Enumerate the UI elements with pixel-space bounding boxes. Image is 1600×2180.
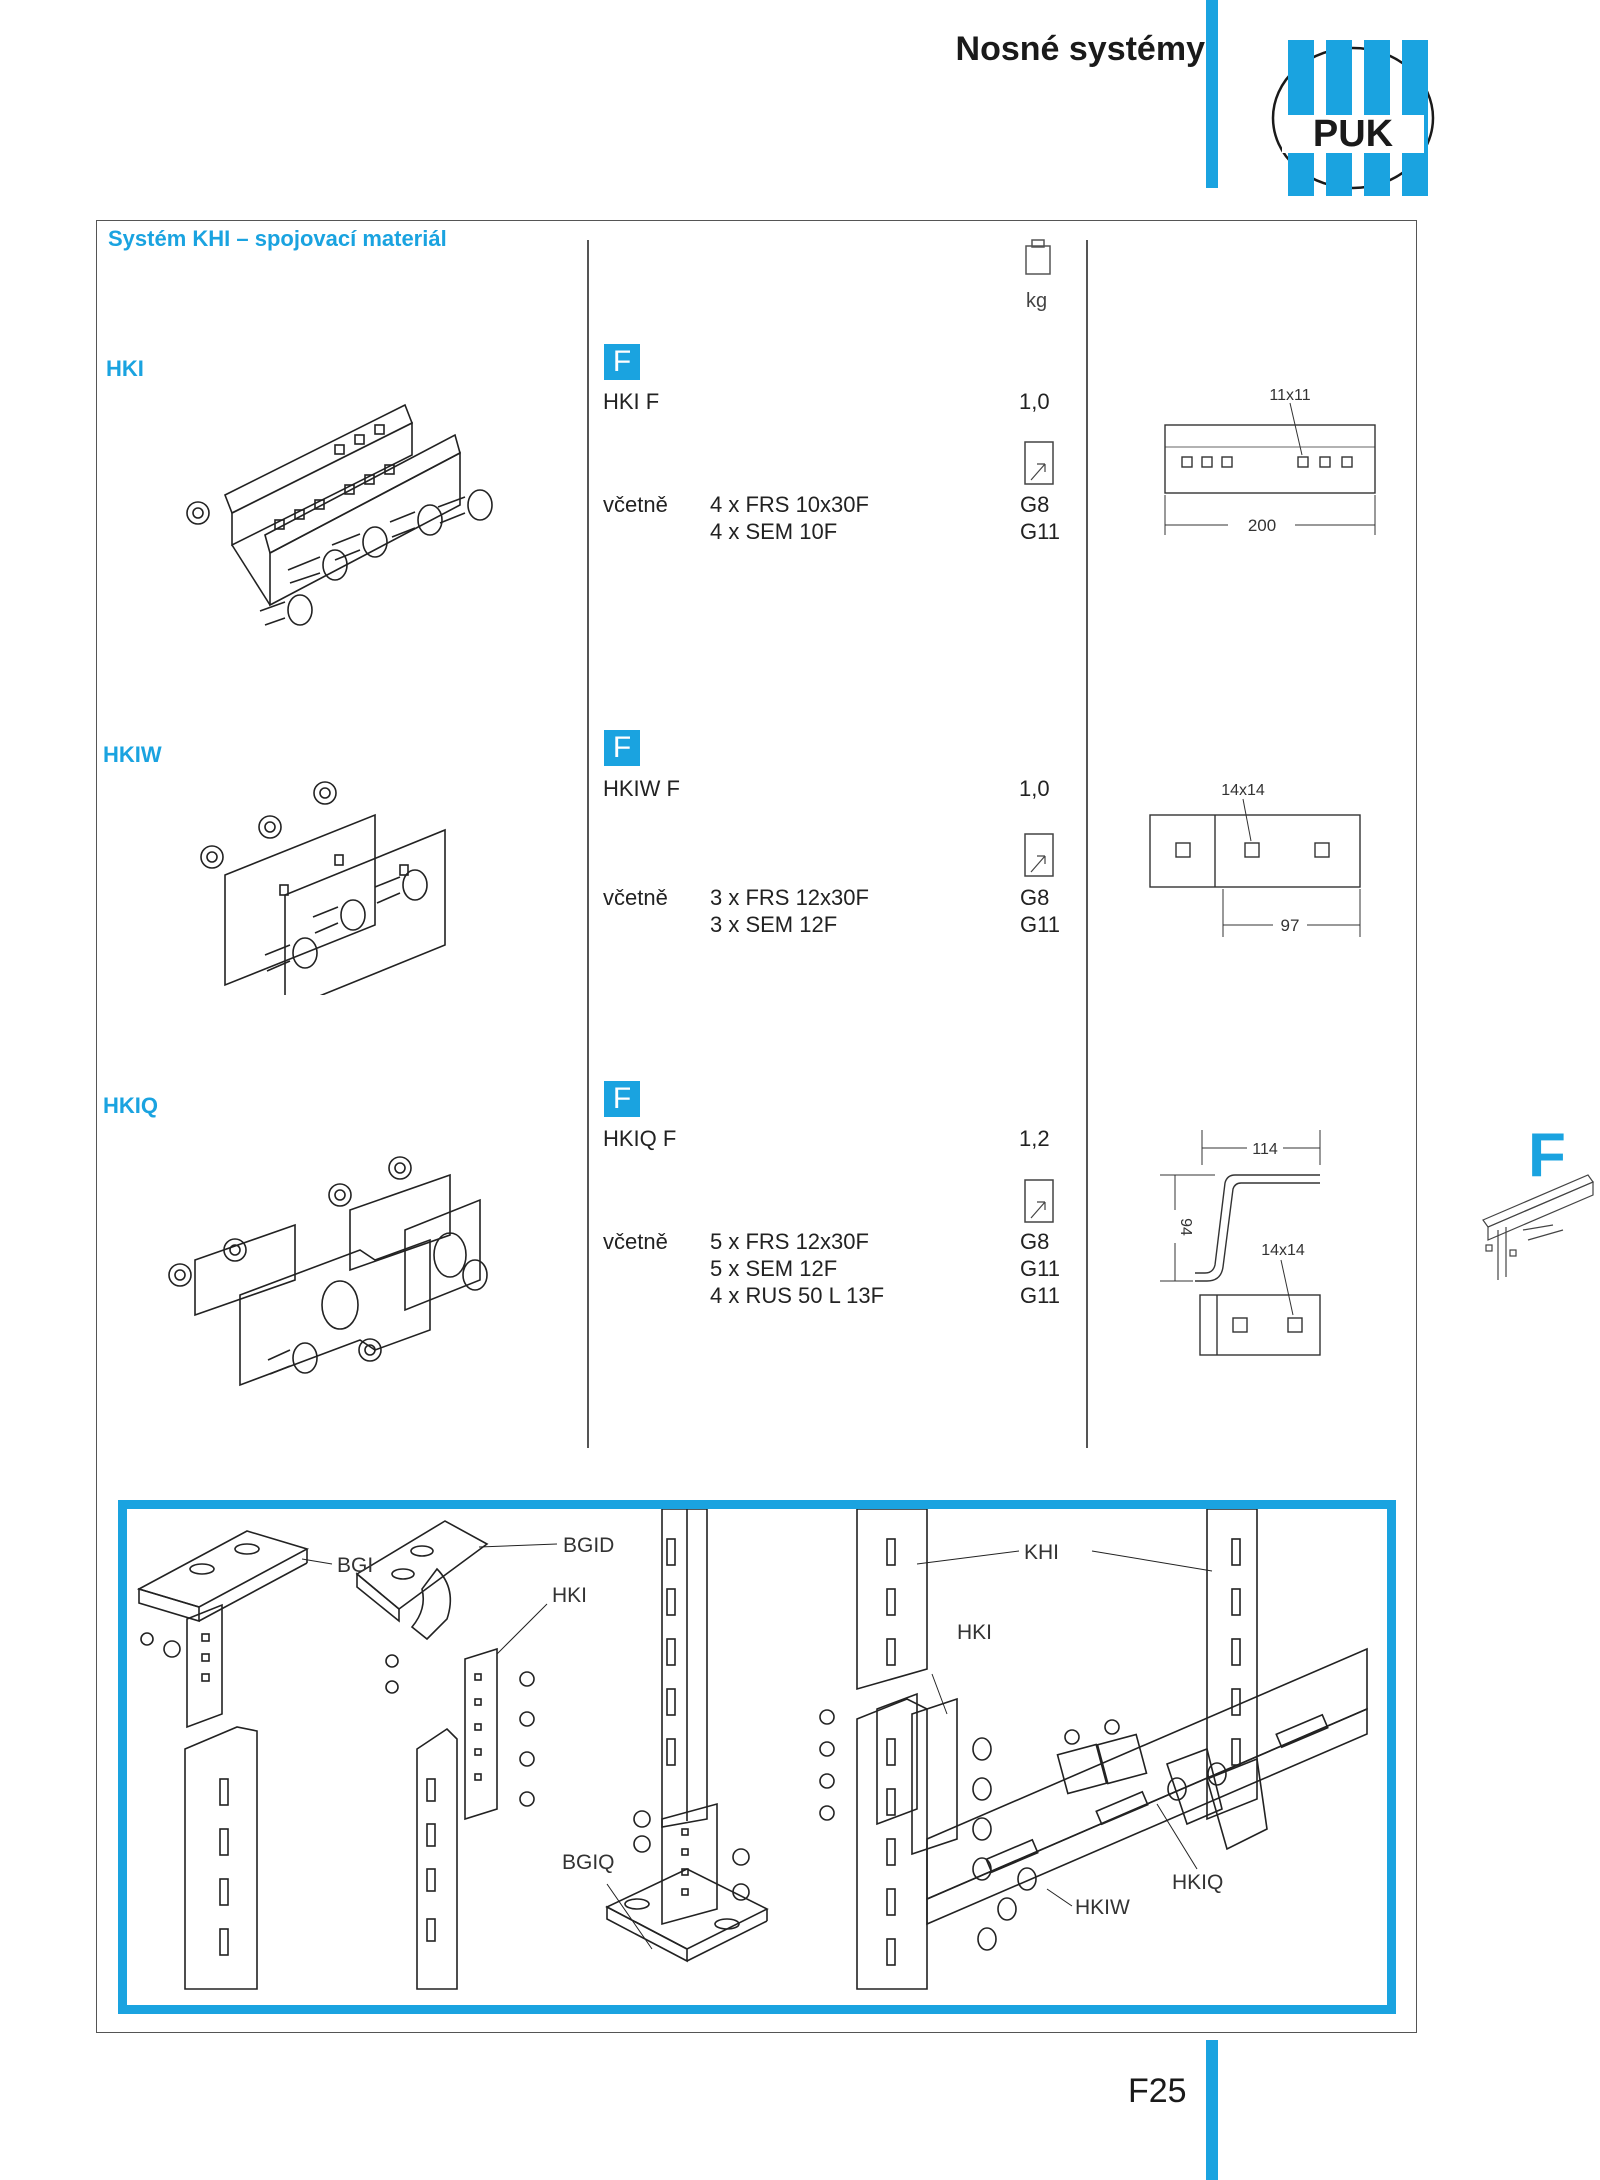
header-accent-bar xyxy=(1206,0,1218,188)
label-khi: KHI xyxy=(1024,1541,1059,1564)
included-item: 5 x SEM 12F xyxy=(710,1256,838,1281)
label-bgid: BGID xyxy=(563,1534,614,1557)
hkiq-product-illustration xyxy=(168,1156,488,1387)
included-item-ref: G11 xyxy=(1020,1283,1060,1308)
included-item: 4 x RUS 50 L 13F xyxy=(710,1283,885,1308)
svg-text:114: 114 xyxy=(1252,1141,1278,1158)
page-title: Nosné systémy xyxy=(955,30,1205,68)
product-weight: 1,0 xyxy=(1019,776,1050,801)
product-code: HKIQ F xyxy=(603,1126,677,1151)
label-hki: HKI xyxy=(552,1584,587,1607)
included-item-ref: G11 xyxy=(1020,912,1060,937)
product-label-hkiw: HKIW xyxy=(103,742,162,767)
included-item: 4 x FRS 10x30F xyxy=(710,492,869,517)
included-item-ref: G11 xyxy=(1020,1256,1060,1281)
hkiq-dimension-drawing: 114 94 14x14 xyxy=(1160,1130,1321,1356)
svg-text:94: 94 xyxy=(1177,1218,1194,1236)
side-tab-thumbnail xyxy=(1482,1174,1594,1280)
f-badge: F xyxy=(604,344,640,380)
hki-dimension-drawing: 11x11 200 xyxy=(1164,387,1376,535)
included-item: 3 x SEM 12F xyxy=(710,912,838,937)
hki-product-illustration xyxy=(186,403,493,626)
f-badge: F xyxy=(604,730,640,766)
hkiw-product-illustration xyxy=(200,781,446,995)
label-hkiq: HKIQ xyxy=(1172,1871,1223,1894)
label-bgi: BGI xyxy=(337,1554,373,1577)
svg-text:97: 97 xyxy=(1281,916,1300,935)
included-item-ref: G8 xyxy=(1020,885,1050,910)
included-item: 3 x FRS 12x30F xyxy=(710,885,869,910)
included-item-ref: G8 xyxy=(1020,492,1050,517)
svg-text:14x14: 14x14 xyxy=(1261,1242,1305,1259)
hkiw-dimension-drawing: 14x14 97 xyxy=(1149,782,1361,937)
product-code: HKIW F xyxy=(603,776,680,801)
reference-page-icon xyxy=(1024,1179,1054,1223)
product-label-hkiq: HKIQ xyxy=(103,1093,158,1118)
label-hkiw: HKIW xyxy=(1075,1896,1130,1919)
assembly-illustration: BGI BGID HKI BGIQ KHI HKI HKIQ HKIW xyxy=(136,1509,1368,1990)
included-item-ref: G11 xyxy=(1020,519,1060,544)
side-tab-letter: F xyxy=(1528,1121,1566,1190)
product-code: HKI F xyxy=(603,389,660,414)
page-number: F25 xyxy=(1128,2072,1187,2110)
section-title: Systém KHI – spojovací materiál xyxy=(108,226,447,251)
assembly-illustration-panel xyxy=(118,1500,1396,2014)
included-item: 5 x FRS 12x30F xyxy=(710,1229,869,1254)
includes-label: včetně xyxy=(603,492,668,517)
weight-icon xyxy=(1025,239,1051,275)
includes-label: včetně xyxy=(603,885,668,910)
f-badge: F xyxy=(604,1081,640,1117)
product-weight: 1,0 xyxy=(1019,389,1050,414)
label-hki-right: HKI xyxy=(957,1621,992,1644)
label-bgiq: BGIQ xyxy=(562,1851,615,1874)
product-label-hki: HKI xyxy=(106,356,144,381)
product-table xyxy=(96,220,1417,2033)
column-divider-1 xyxy=(587,240,589,1448)
svg-text:11x11: 11x11 xyxy=(1269,387,1310,404)
includes-label: včetně xyxy=(603,1229,668,1254)
included-item: 4 x SEM 10F xyxy=(710,519,838,544)
footer-accent-bar xyxy=(1206,2040,1218,2180)
reference-page-icon xyxy=(1024,441,1054,485)
included-item-ref: G8 xyxy=(1020,1229,1050,1254)
svg-text:PUK: PUK xyxy=(1313,113,1394,155)
product-weight: 1,2 xyxy=(1019,1126,1050,1151)
svg-text:200: 200 xyxy=(1248,516,1276,535)
weight-unit: kg xyxy=(1026,290,1048,312)
puk-logo: PUK xyxy=(1271,40,1435,196)
svg-text:14x14: 14x14 xyxy=(1221,782,1265,799)
reference-page-icon xyxy=(1024,833,1054,877)
column-divider-2 xyxy=(1086,240,1088,1448)
